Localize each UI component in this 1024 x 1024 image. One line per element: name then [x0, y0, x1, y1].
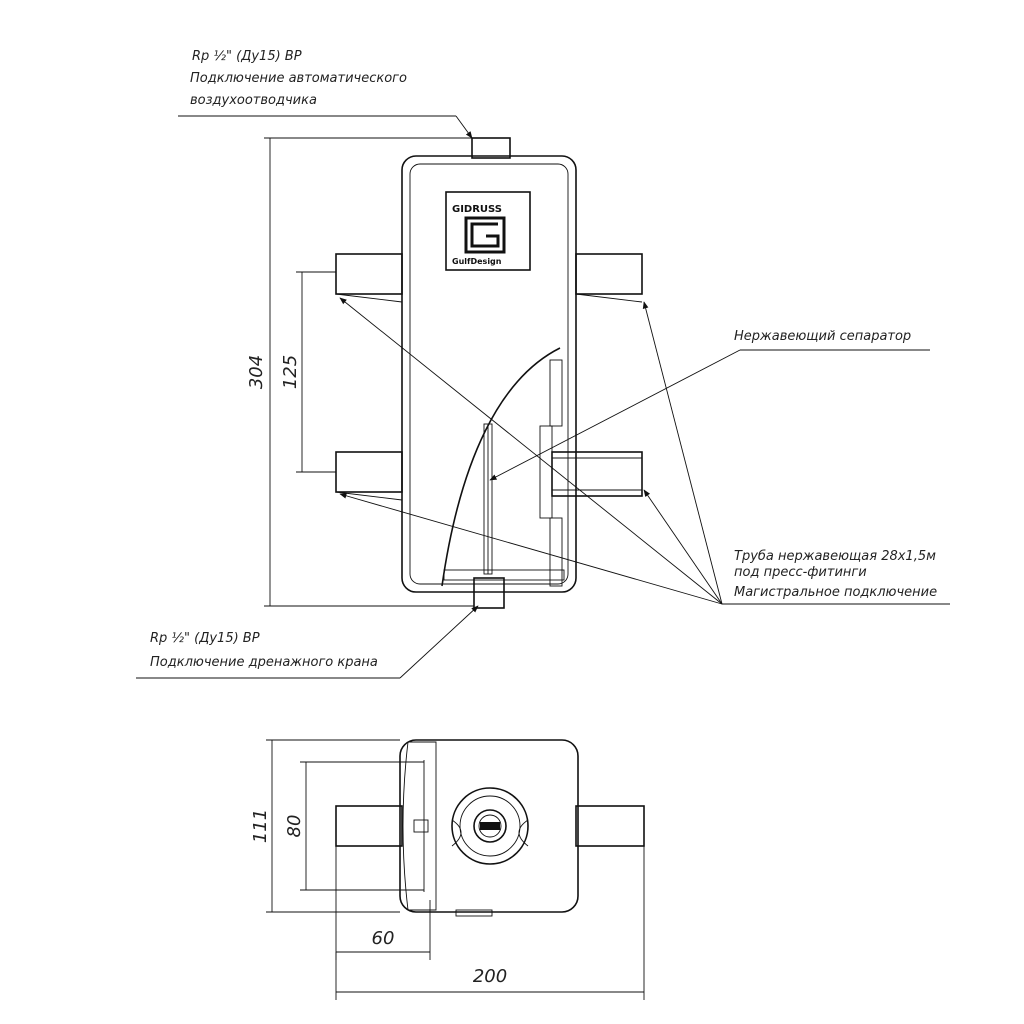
top-pipe-right: [575, 805, 645, 847]
dimension-80: 80: [284, 761, 424, 891]
central-fitting: [451, 787, 529, 865]
svg-text:60: 60: [372, 928, 395, 949]
svg-text:GIDRUSS: GIDRUSS: [452, 204, 502, 215]
svg-text:GulfDesign: GulfDesign: [452, 257, 502, 266]
right-pipe-lower: [551, 451, 643, 497]
left-pipe-upper: [335, 253, 403, 295]
air-vent-label-1: Rp ½" (Ду15) ВР: [192, 49, 302, 64]
dimension-60: 60: [335, 846, 431, 960]
top-pipe-left: [335, 805, 403, 847]
svg-text:111: 111: [250, 809, 271, 843]
left-pipe-lower: [335, 451, 403, 493]
pipe-label-3: Магистральное подключение: [734, 585, 937, 600]
top-view-body: [399, 739, 579, 913]
air-vent-label-3: воздухоотводчика: [190, 93, 317, 108]
separator-label: Нержавеющий сепаратор: [734, 329, 911, 344]
separator-body: [401, 155, 577, 593]
svg-text:125: 125: [280, 355, 301, 389]
svg-text:80: 80: [284, 815, 305, 838]
svg-text:200: 200: [473, 966, 507, 987]
top-view: 111 80 60 200: [250, 739, 645, 1000]
svg-text:304: 304: [246, 355, 267, 389]
drain-label-1: Rp ½" (Ду15) ВР: [150, 631, 260, 646]
dimension-125: 125: [280, 271, 336, 473]
drain-plug: [473, 577, 505, 609]
drain-label-2: Подключение дренажного крана: [150, 655, 378, 670]
air-vent-label-2: Подключение автоматического: [190, 71, 407, 86]
dimension-304: 304: [246, 137, 474, 607]
pipe-label-2: под пресс-фитинги: [734, 565, 867, 580]
pipe-label-1: Труба нержавеющая 28х1,5м: [734, 549, 936, 564]
air-vent-connector: [471, 137, 511, 159]
gidruss-logo: GIDRUSS GulfDesign: [445, 191, 531, 271]
front-view: GIDRUSS GulfDesign 304 125: [136, 49, 950, 679]
dimension-111: 111: [250, 739, 400, 913]
leader-lines: [136, 115, 950, 679]
right-pipe-upper: [575, 253, 643, 295]
dimension-200: 200: [335, 846, 645, 1000]
